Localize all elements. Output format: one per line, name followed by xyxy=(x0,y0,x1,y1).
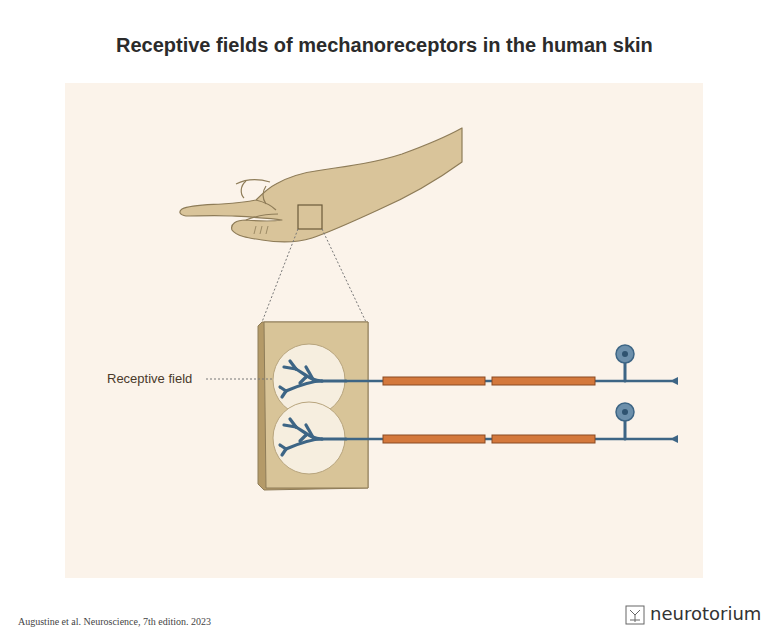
receptive-field-label: Receptive field xyxy=(107,371,192,386)
skin-patch xyxy=(258,322,368,490)
zoom-line xyxy=(262,229,298,322)
hand-illustration xyxy=(180,128,462,242)
zoom-line xyxy=(322,229,366,322)
mechanoreceptor-neuron xyxy=(280,403,678,455)
background-panel xyxy=(65,83,703,578)
leader-line xyxy=(206,379,272,380)
watermark: neurotorium xyxy=(650,603,761,624)
diagram-title: Receptive fields of mechanoreceptors in … xyxy=(116,34,653,57)
logo-icon xyxy=(626,606,644,624)
source-citation: Augustine et al. Neuroscience, 7th editi… xyxy=(18,616,211,627)
mechanoreceptor-neuron xyxy=(280,345,678,397)
receptive-field-circle xyxy=(273,402,345,474)
magnified-area xyxy=(298,205,322,229)
